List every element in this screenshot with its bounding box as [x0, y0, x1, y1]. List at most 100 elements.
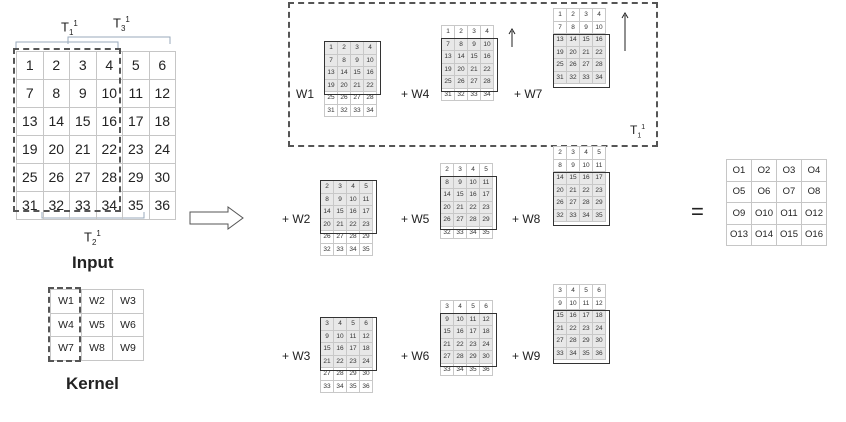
matrix-cell: 34	[333, 379, 347, 393]
output-cell: O16	[801, 223, 827, 246]
matrix-cell: 13	[324, 66, 338, 80]
matrix-cell: 35	[579, 346, 593, 360]
output-cell: O9	[726, 202, 752, 225]
output-cell: O10	[751, 202, 777, 225]
t1-label: T11	[61, 19, 78, 37]
matrix-cell: 10	[592, 20, 606, 34]
input-cell: 26	[42, 163, 70, 192]
matrix-cell: 7	[441, 37, 455, 51]
matrix-cell: 9	[566, 158, 580, 172]
matrix-cell: 33	[579, 70, 593, 84]
matrix-cell: 19	[553, 45, 567, 59]
matrix-cell: 14	[440, 188, 454, 202]
matrix-cell: 17	[359, 205, 373, 219]
matrix-cell: 20	[566, 45, 580, 59]
matrix-cell: 28	[579, 196, 593, 210]
matrix-cell: 32	[566, 70, 580, 84]
matrix-cell: 5	[346, 317, 360, 331]
matrix-cell: 6	[479, 300, 493, 314]
matrix-cell: 30	[479, 350, 493, 364]
t3-label: T31	[113, 15, 130, 33]
matrix-cell: 2	[566, 8, 580, 22]
matrix-cell: 4	[363, 41, 377, 55]
matrix-cell: 9	[350, 53, 364, 67]
matrix-cell: 32	[320, 242, 334, 256]
matrix-cell: 13	[553, 33, 567, 47]
matrix-cell: 27	[579, 58, 593, 72]
t1-group-box	[288, 2, 658, 147]
matrix-cell: 30	[592, 334, 606, 348]
matrix-cell: 8	[440, 175, 454, 189]
matrix-cell: 16	[480, 50, 494, 64]
matrix-cell: 33	[350, 103, 364, 117]
matrix-cell: 24	[479, 337, 493, 351]
matrix-cell: 10	[480, 37, 494, 51]
matrix-cell: 35	[592, 208, 606, 222]
matrix-cell: 27	[467, 75, 481, 89]
matrix-cell: 21	[333, 217, 347, 231]
matrix-cell: 21	[440, 337, 454, 351]
matrix-cell: 21	[566, 183, 580, 197]
kernel-cell: W2	[81, 289, 113, 314]
matrix-cell: 30	[359, 367, 373, 381]
matrix-cell: 9	[467, 37, 481, 51]
matrix-cell: 8	[337, 53, 351, 67]
matrix-cell: 15	[350, 66, 364, 80]
matrix-cell: 33	[553, 346, 567, 360]
input-cell: 31	[16, 191, 44, 220]
matrix-cell: 27	[333, 230, 347, 244]
kernel-cell: W6	[112, 312, 144, 337]
matrix-cell: 32	[440, 225, 454, 239]
matrix-cell: 16	[566, 309, 580, 323]
equals-sign: =	[691, 199, 704, 224]
matrix-cell: 25	[441, 75, 455, 89]
matrix-cell: 10	[453, 312, 467, 326]
matrix-cell: 29	[479, 213, 493, 227]
matrix-cell: 28	[346, 230, 360, 244]
matrix-cell: 3	[566, 146, 580, 160]
matrix-cell: 21	[553, 321, 567, 335]
matrix-cell: 10	[566, 296, 580, 310]
matrix-cell: 21	[453, 200, 467, 214]
matrix-cell: 29	[592, 196, 606, 210]
output-cell: O8	[801, 180, 827, 203]
matrix-cell: 15	[320, 342, 334, 356]
matrix-cell: 34	[579, 208, 593, 222]
matrix-cell: 5	[579, 284, 593, 298]
matrix-cell: 3	[453, 163, 467, 177]
kernel-cell: W3	[112, 289, 144, 314]
matrix-cell: 34	[566, 346, 580, 360]
matrix-cell: 16	[453, 325, 467, 339]
matrix-cell: 13	[441, 50, 455, 64]
matrix-cell: 26	[553, 196, 567, 210]
input-cell: 22	[95, 135, 123, 164]
matrix-cell: 11	[466, 312, 480, 326]
matrix-cell: 22	[592, 45, 606, 59]
input-cell: 10	[95, 79, 123, 108]
matrix-cell: 12	[359, 329, 373, 343]
matrix-cell: 5	[359, 180, 373, 194]
matrix-cell: 27	[320, 367, 334, 381]
matrix-cell: 23	[579, 321, 593, 335]
input-cell: 1	[16, 51, 44, 80]
input-cell: 30	[148, 163, 176, 192]
input-cell: 21	[69, 135, 97, 164]
matrix-cell: 8	[454, 37, 468, 51]
matrix-cell: 16	[333, 342, 347, 356]
matrix-cell: 28	[333, 367, 347, 381]
matrix-cell: 20	[454, 62, 468, 76]
input-cell: 12	[148, 79, 176, 108]
up-arrow-icon	[621, 12, 629, 51]
t2-label: T21	[84, 229, 101, 247]
matrix-cell: 34	[592, 70, 606, 84]
matrix-cell: 16	[346, 205, 360, 219]
input-cell: 32	[42, 191, 70, 220]
input-cell: 24	[148, 135, 176, 164]
